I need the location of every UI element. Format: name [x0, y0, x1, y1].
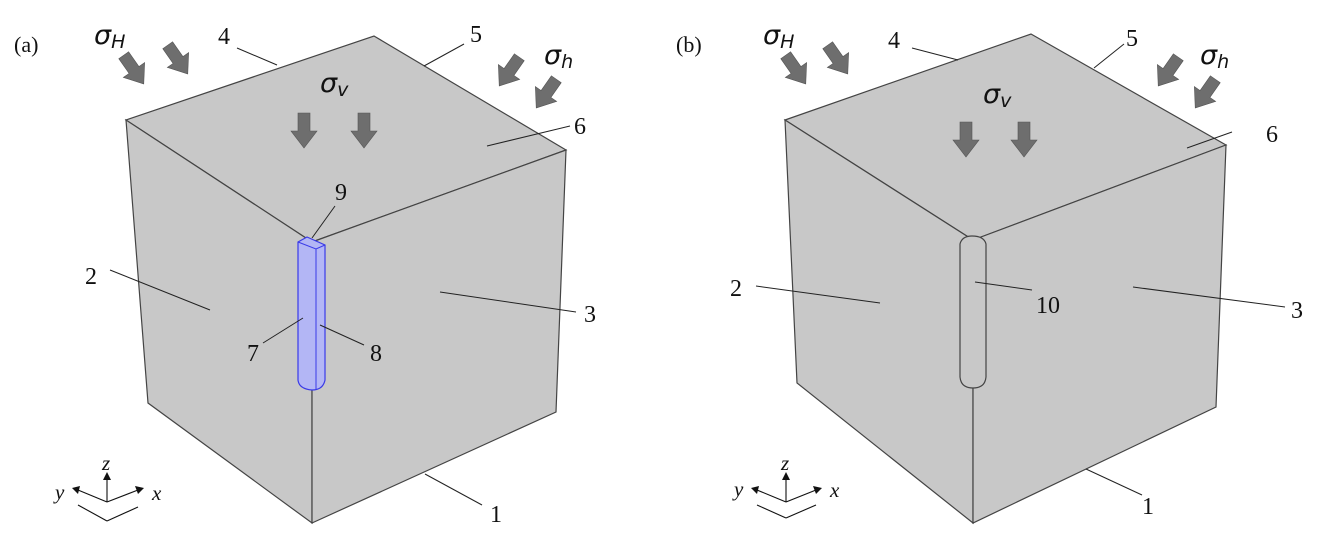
- face-label-5: 5: [470, 22, 482, 48]
- axis-z-label: z: [101, 451, 110, 475]
- face-label-5: 5: [1126, 26, 1138, 52]
- axis-y-label: y: [53, 480, 65, 504]
- face-label-6: 6: [574, 114, 586, 140]
- fracture-label-9: 9: [335, 180, 347, 206]
- sigma-v-label: σv: [983, 79, 1012, 112]
- panel-label-a: (a): [14, 32, 38, 57]
- sigma-H-label: σH: [94, 20, 125, 53]
- face-label-4: 4: [218, 24, 230, 50]
- face-label-4: 4: [888, 28, 900, 54]
- sigma-H-arrows: [112, 37, 199, 92]
- face-label-2: 2: [730, 276, 742, 302]
- axis-z-label: z: [780, 451, 789, 475]
- panel-b: (b) σH σh σv: [676, 20, 1303, 525]
- face-label-3: 3: [1291, 298, 1303, 324]
- face-label-1: 1: [1142, 494, 1154, 520]
- borehole: [959, 235, 987, 523]
- panel-a: (a) σH σh σv: [14, 20, 596, 528]
- sigma-h-label: σh: [1200, 40, 1229, 73]
- sigma-h-label: σh: [544, 40, 573, 73]
- axis-x-label: x: [151, 481, 162, 505]
- sigma-v-label: σv: [320, 68, 349, 101]
- borehole-label-10: 10: [1036, 293, 1060, 319]
- vertical-fracture: [297, 236, 326, 391]
- panel-label-b: (b): [676, 32, 702, 57]
- face-label-3: 3: [584, 302, 596, 328]
- axis-x-label: x: [829, 478, 840, 502]
- axis-y-label: y: [732, 477, 744, 501]
- face-label-2: 2: [85, 264, 97, 290]
- cube-right-face: [311, 149, 567, 524]
- fracture-label-8: 8: [370, 341, 382, 367]
- sigma-H-label: σH: [763, 20, 794, 53]
- face-label-6: 6: [1266, 122, 1278, 148]
- fracture-label-7: 7: [247, 341, 259, 367]
- axis-triad-b: z x y: [732, 451, 840, 519]
- face-label-1: 1: [490, 502, 502, 528]
- axis-triad-a: z x y: [53, 451, 162, 522]
